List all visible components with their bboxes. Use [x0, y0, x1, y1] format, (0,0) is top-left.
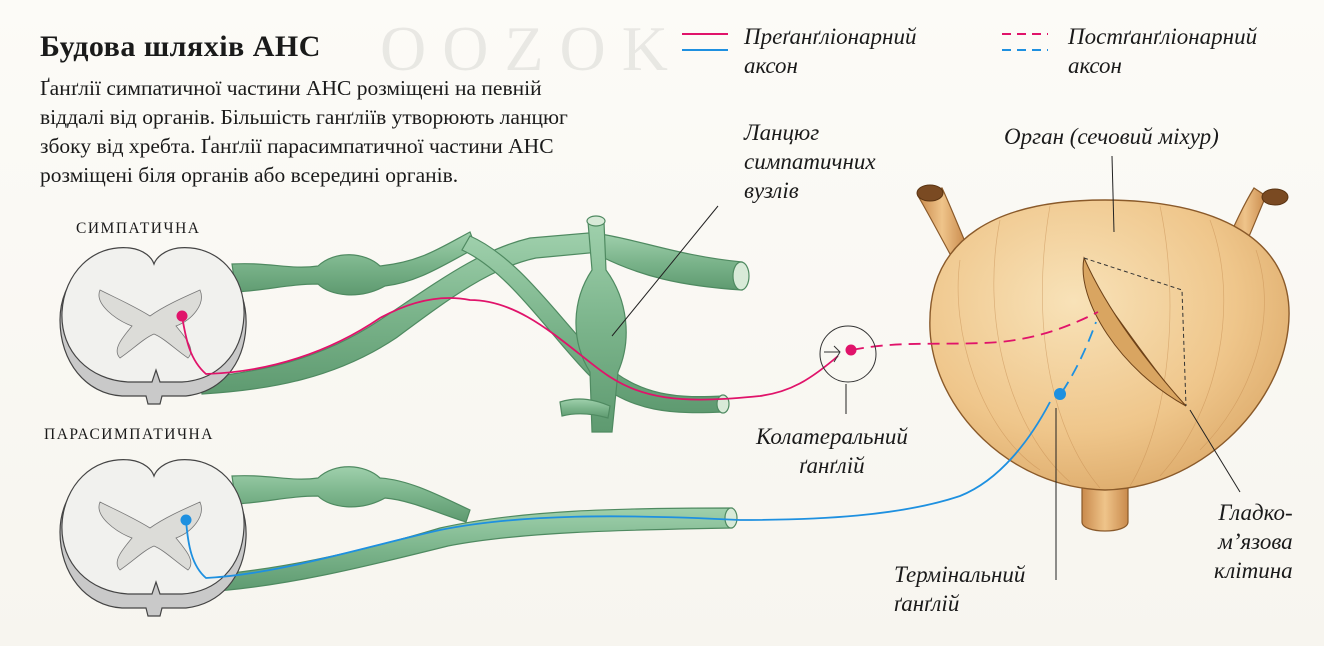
sympathetic-pathway — [181, 297, 1099, 401]
left-ureter-opening — [916, 184, 944, 202]
legend-postganglionic-line-2: аксон — [1068, 53, 1122, 78]
sympathetic-upper-nerve — [599, 233, 743, 291]
collateral-label-line-2: ґанґлій — [799, 453, 865, 478]
organ-leader — [1111, 155, 1115, 233]
intro-line: збоку від хребта. Ґанґлії парасимпатично… — [40, 134, 554, 158]
bladder-body — [929, 199, 1290, 491]
collateral-synapse-mark — [824, 345, 841, 363]
urinary-bladder-icon — [916, 184, 1290, 532]
chain-label-line-2: симпатичних — [744, 149, 876, 174]
chain-lower-branch — [559, 398, 611, 419]
terminal-label-line-2: ґанґлій — [894, 591, 960, 616]
legend-samples — [682, 33, 1048, 51]
parasympathetic-postganglionic-axon — [1061, 321, 1097, 393]
smooth-muscle-label: Гладко- м’язова клітина — [1214, 498, 1293, 585]
collateral-ganglion-label: Колатеральний ґанґлій — [756, 422, 908, 480]
sympathetic-preganglionic-axon — [181, 297, 839, 401]
spinal-cord-cross-section-icon — [59, 459, 247, 617]
intro-line: розміщені біля органів або всередині орг… — [40, 163, 459, 187]
right-ureter-opening — [1261, 188, 1289, 206]
smooth-muscle-leader — [1189, 409, 1241, 493]
organ-label: Орган (сечовий міхур) — [1004, 124, 1219, 149]
background-watermark: Ο Ο Ζ Ο Κ — [380, 13, 668, 84]
legend-preganglionic-line-2: аксон — [744, 53, 798, 78]
collateral-ganglion-neuron — [845, 344, 857, 356]
nerves — [199, 215, 750, 593]
sympathetic-grey-matter — [98, 289, 202, 359]
collateral-ganglion-circle — [819, 325, 877, 383]
parasympathetic-grey-matter — [98, 501, 202, 571]
intro-paragraph: Ґанґлії симпатичної частини АНС розміщен… — [40, 74, 700, 190]
chain-label-line-1: Ланцюг — [744, 120, 820, 145]
legend-preganglionic-label: Преґанґліонарний аксон — [744, 22, 916, 80]
parasympathetic-label: ПАРАСИМПАТИЧНА — [44, 426, 214, 443]
terminal-ganglion-neuron — [1054, 388, 1066, 400]
sympathetic-label: СИМПАТИЧНА — [76, 220, 201, 237]
lower-nerve-cut-end — [716, 394, 730, 414]
watermark-glyphs: Ο Ο Ζ Ο Κ — [380, 13, 668, 84]
smooth-label-line-3: клітина — [1214, 558, 1293, 583]
chain-label-line-3: вузлів — [744, 178, 799, 203]
intro-line: Ґанґлії симпатичної частини АНС розміщен… — [40, 76, 542, 100]
spinal-cord-cross-section-icon — [59, 247, 247, 405]
chain-label: Ланцюг симпатичних вузлів — [744, 118, 876, 205]
chain-leader — [611, 205, 719, 337]
smooth-label-line-2: м’язова — [1218, 529, 1293, 554]
bladder-muscle-striations — [957, 205, 1265, 489]
chain-top-cut-end — [586, 215, 606, 227]
smooth-label-line-1: Гладко- — [1218, 500, 1293, 525]
terminal-label-line-1: Термінальний — [894, 562, 1026, 587]
legend-postganglionic-line-1: Постґанґліонарний — [1068, 24, 1258, 49]
legend-preganglionic-line-1: Преґанґліонарний — [744, 24, 917, 49]
sympathetic-postganglionic-axon — [851, 311, 1099, 351]
leader-lines — [611, 155, 1241, 580]
legend-postganglionic-label: Постґанґліонарний аксон — [1068, 22, 1257, 80]
urethra — [1081, 481, 1129, 532]
parasympathetic-pathway — [185, 321, 1097, 579]
parasympathetic-nerve-cut-end — [724, 507, 738, 529]
page-title: Будова шляхів АНС — [40, 30, 321, 63]
parasympathetic-preganglionic-axon — [185, 401, 1051, 579]
upper-nerve-cut-end — [732, 261, 750, 291]
intro-line: віддалі від органів. Більшість ганґліїв … — [40, 105, 568, 129]
collateral-label-line-1: Колатеральний — [756, 424, 908, 449]
terminal-ganglion-label: Термінальний ґанґлій — [894, 560, 1025, 618]
parasympathetic-dorsal-root — [231, 466, 471, 523]
